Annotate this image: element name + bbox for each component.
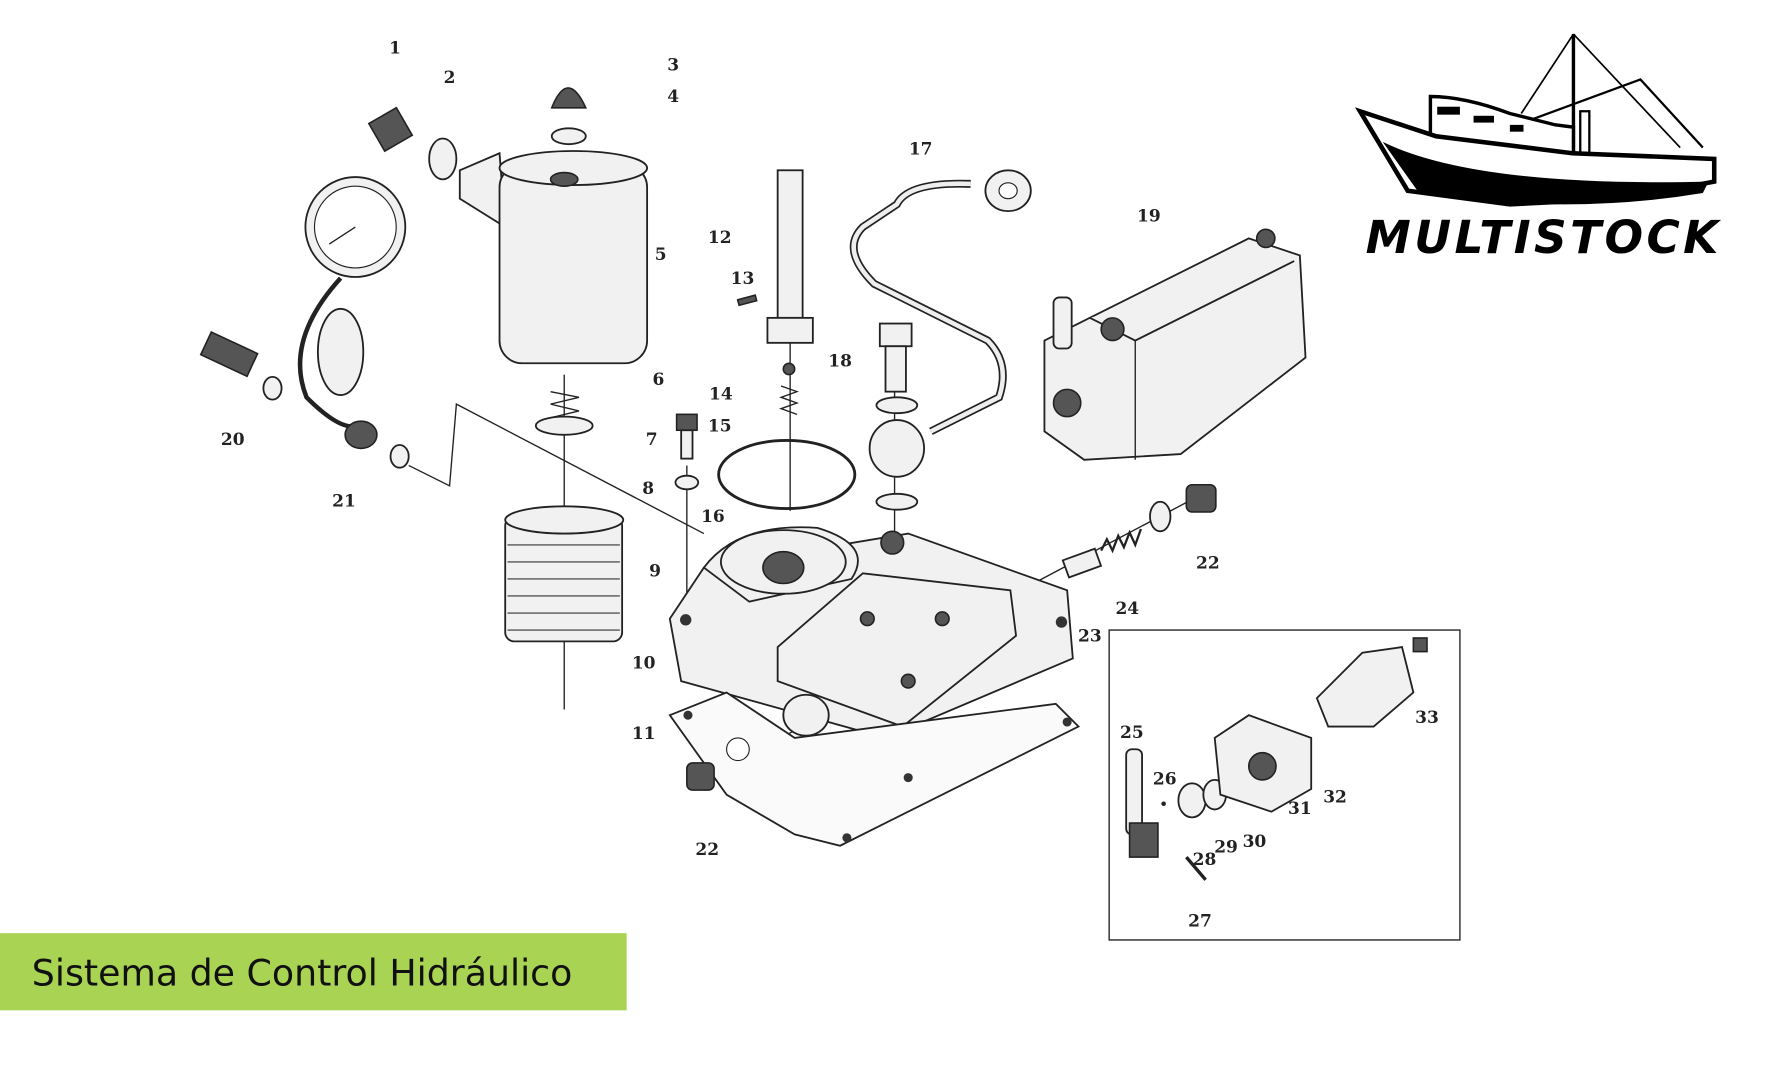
part-valve-body-10 [668,526,1074,739]
label-15: 15 [708,416,732,436]
boat-icon [1354,33,1717,207]
label-5: 5 [655,245,667,265]
label-7: 7 [646,430,658,450]
label-26: 26 [1153,769,1177,789]
label-6: 6 [653,370,665,390]
title-banner: Sistema de Control Hidráulico [0,933,627,1011]
label-33: 33 [1415,708,1439,728]
part-plug-22 [686,483,1217,791]
label-20: 20 [221,430,245,450]
label-28: 28 [1193,850,1217,870]
part-pipe-17 [849,169,1032,435]
label-13: 13 [731,269,755,289]
label-2: 2 [444,68,456,88]
label-4: 4 [667,87,679,107]
label-1: 1 [389,38,401,58]
part-gasket-11 [668,691,1081,847]
label-31: 31 [1288,799,1312,819]
part-control-valve-19 [1043,228,1307,461]
label-9: 9 [649,562,661,582]
inset-detail-box [1108,629,1461,941]
label-10: 10 [632,654,656,674]
label-24: 24 [1115,599,1139,619]
part-plunger-23 [1061,528,1142,579]
part-cap-3 [550,87,588,146]
label-8: 8 [642,479,654,499]
part-filter-element-9 [504,505,625,643]
banner-title: Sistema de Control Hidráulico [32,951,573,994]
label-21: 21 [332,491,356,511]
label-25: 25 [1120,723,1144,743]
part-plug-1 [367,106,458,181]
label-29: 29 [1214,838,1238,858]
label-32: 32 [1323,788,1347,808]
label-12: 12 [708,228,732,248]
part-bolt-7 [674,413,700,491]
label-18: 18 [828,352,852,372]
part-banjo-bolt-18 [868,322,926,511]
label-22: 22 [1196,554,1220,574]
multistock-logo: MULTISTOCK [1354,33,1722,264]
logo-text: MULTISTOCK [1366,211,1722,264]
part-filter-canister-5 [458,150,649,365]
label-19: 19 [1137,206,1161,226]
part-o-ring-16 [717,439,857,510]
label-27: 27 [1188,911,1212,931]
label-14: 14 [709,385,733,405]
part-pressure-gauge-21 [199,176,410,469]
label-22: 22 [695,840,719,860]
label-17: 17 [909,139,933,159]
part-labels: 1 2 3 4 5 6 7 8 9 10 11 12 13 14 15 16 1… [221,38,1439,931]
label-23: 23 [1078,626,1102,646]
part-spring-6 [534,390,594,436]
label-11: 11 [632,724,656,744]
label-3: 3 [667,55,679,75]
label-30: 30 [1243,832,1267,852]
label-16: 16 [701,507,725,527]
part-shaft-12 [736,169,814,415]
